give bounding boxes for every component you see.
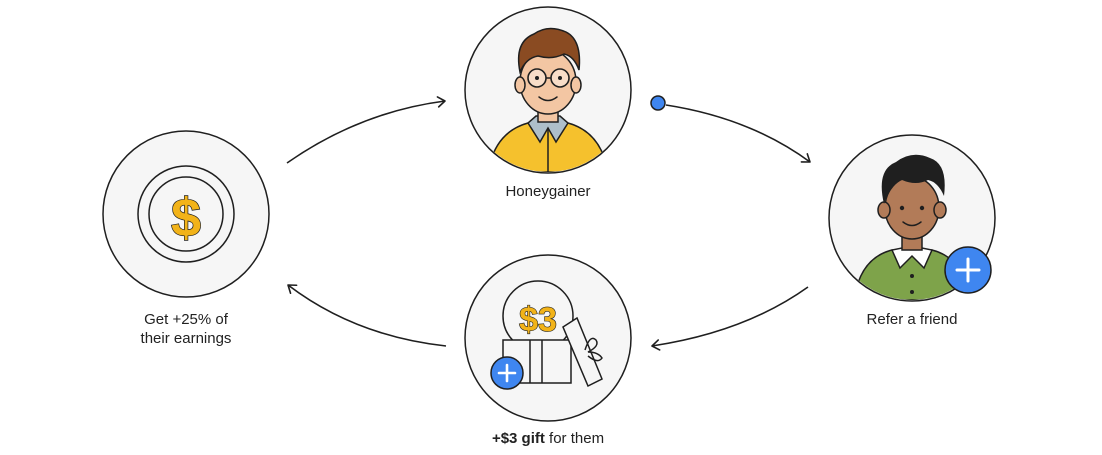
gift-coin-amount: $3: [519, 301, 557, 339]
flow-start-dot: [650, 95, 666, 111]
person-with-glasses-icon: [487, 27, 609, 172]
arrow-gift-to-earnings: [287, 284, 447, 347]
plus-icon: [944, 246, 992, 294]
honeygainer-label: Honeygainer: [505, 183, 591, 200]
coin-dollar-symbol: $: [171, 188, 201, 248]
gift-label-text: for them: [544, 430, 605, 447]
referral-node: [828, 134, 996, 302]
earnings-label-line2: their earnings: [140, 330, 232, 347]
gift-label: +$3 gift for them: [448, 429, 648, 448]
earnings-label-line1: Get +25% of: [144, 311, 228, 328]
arrow-referral-to-gift: [651, 286, 809, 351]
plus-icon: [490, 356, 524, 390]
person-icon: [853, 154, 971, 300]
earnings-label: Get +25% of their earnings: [86, 310, 286, 348]
arrow-honeygainer-to-referral: [665, 104, 811, 163]
earnings-node: $: [102, 130, 270, 298]
honeygainer-node: [464, 6, 632, 174]
gift-label-amount: +$3 gift: [491, 430, 545, 447]
referral-label: Refer a friend: [866, 311, 958, 328]
dollar-coin-icon: $: [137, 165, 235, 263]
arrow-earnings-to-honeygainer: [286, 96, 446, 164]
gift-node: $3: [464, 254, 632, 422]
